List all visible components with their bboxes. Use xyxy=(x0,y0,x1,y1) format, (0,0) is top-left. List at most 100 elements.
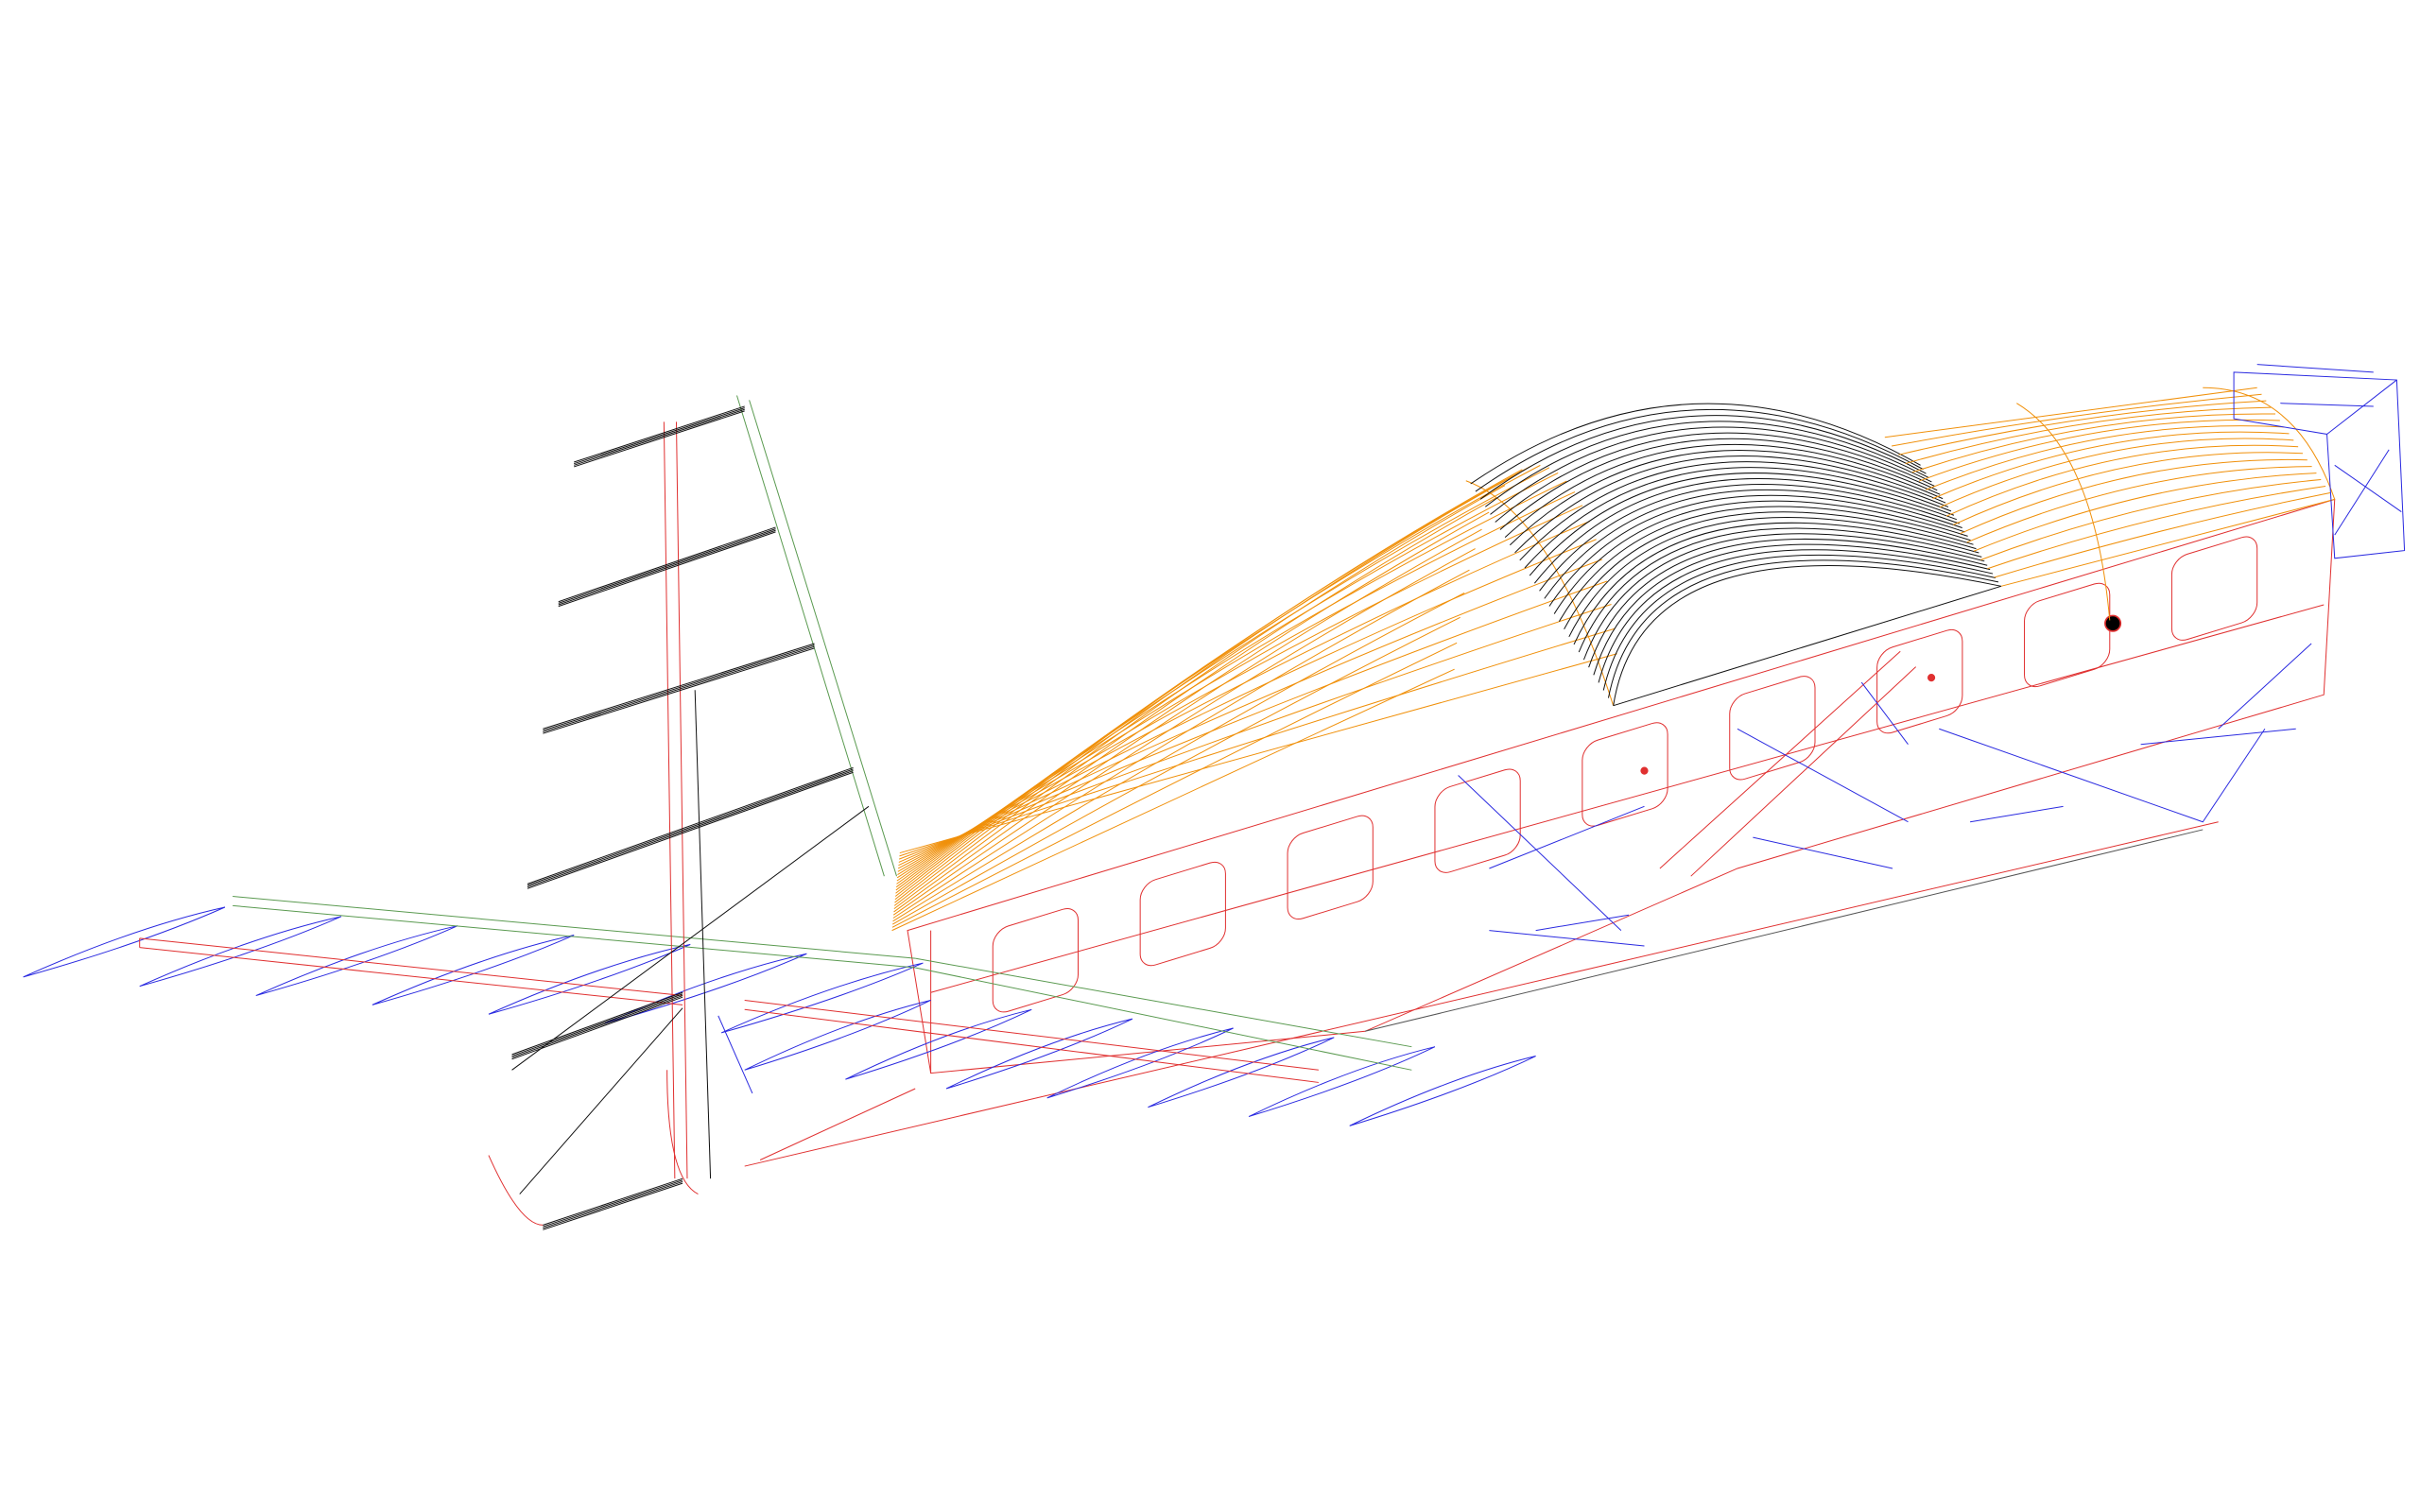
fin-rib xyxy=(512,992,683,1055)
turtle-deck-former xyxy=(2016,387,2334,620)
stringer xyxy=(895,486,1505,902)
stringer xyxy=(1898,401,2266,455)
fin-rib xyxy=(543,644,814,729)
fin-rib xyxy=(543,648,814,733)
stringer xyxy=(897,492,1575,878)
stringer xyxy=(892,617,1460,924)
canopy-line xyxy=(1505,444,1940,537)
canopy-line xyxy=(1480,416,1926,500)
frame-longeron xyxy=(745,822,2219,1166)
fin-rib xyxy=(512,994,683,1057)
stringer xyxy=(1974,473,2316,552)
fin-leading-edge xyxy=(736,395,896,876)
canopy-line xyxy=(1574,523,1979,644)
elevator-horn xyxy=(718,1016,752,1093)
frame-lightening-hole xyxy=(1435,765,1520,877)
stringer xyxy=(898,522,1590,872)
stringer xyxy=(1892,394,2261,446)
fin-rib xyxy=(527,772,854,888)
stringer xyxy=(897,506,1582,875)
rudder-outline xyxy=(489,1070,699,1225)
stringer xyxy=(1987,487,2325,569)
canopy-line xyxy=(1589,539,1988,667)
nose-firewall-box xyxy=(2234,365,2405,558)
fin-spar xyxy=(664,421,687,1178)
stringer xyxy=(896,466,1531,893)
cockpit-former xyxy=(1466,481,1614,706)
canopy-line xyxy=(1545,490,1962,598)
stab-spar xyxy=(140,938,683,1005)
canopy-line xyxy=(1564,512,1974,629)
frame-hole xyxy=(1640,766,1649,775)
left-horizontal-stabilizer xyxy=(24,897,924,1033)
stab-rib xyxy=(845,1009,1031,1079)
canopy-line xyxy=(1603,555,1996,690)
frame-lightening-hole xyxy=(1582,719,1668,831)
stringer xyxy=(894,497,1496,905)
fin-rib xyxy=(543,1181,683,1228)
stringer xyxy=(1960,459,2307,533)
canopy-line xyxy=(1515,456,1946,553)
stringer xyxy=(896,468,1549,887)
canopy xyxy=(1471,404,2001,706)
fin-rib xyxy=(527,769,854,885)
bottom-longeron xyxy=(1365,830,2203,1031)
frame-lightening-hole xyxy=(1730,672,1815,783)
stab-rib xyxy=(24,907,225,977)
frame-lightening-hole xyxy=(1288,812,1373,923)
fin-rib xyxy=(574,408,745,464)
fin-rib xyxy=(559,529,776,604)
frame-diagonal-brace xyxy=(1660,651,1916,876)
fin-rib xyxy=(543,1178,683,1225)
fin-rib xyxy=(574,409,745,465)
canopy-line xyxy=(1583,534,1984,660)
canopy-sill xyxy=(1614,586,2001,705)
stringer xyxy=(898,559,1601,866)
canopy-line xyxy=(1554,501,1967,613)
frame-longeron xyxy=(908,499,2335,1073)
right-horizontal-stabilizer xyxy=(718,958,1536,1125)
stringer xyxy=(1940,438,2294,507)
stab-rib xyxy=(745,1000,931,1070)
canopy-line xyxy=(1471,404,1921,484)
frame-lightening-hole xyxy=(993,904,1078,1016)
stringer xyxy=(1912,414,2275,472)
stringer xyxy=(1995,492,2330,577)
frame-hole xyxy=(2104,614,2122,632)
stringer xyxy=(2001,499,2335,586)
fuselage-internal-structure xyxy=(1365,644,2311,1031)
stab-rib xyxy=(1148,1038,1334,1108)
stringer xyxy=(900,654,1617,853)
fin-rib xyxy=(527,767,854,884)
stab-rib xyxy=(721,963,923,1033)
frame-lightening-hole xyxy=(1877,626,1962,737)
fin-rib xyxy=(543,646,814,731)
canopy-line xyxy=(1599,550,1993,683)
stringer xyxy=(895,476,1513,900)
internal-bulkhead xyxy=(1459,729,2265,930)
rear-turtle-deck-stringers xyxy=(1885,387,2335,620)
canopy-line xyxy=(1549,495,1965,606)
frame-lightening-hole xyxy=(2025,579,2110,691)
frame-longeron xyxy=(931,605,2325,992)
canopy-line xyxy=(1559,507,1970,622)
fin-rib xyxy=(512,996,683,1058)
nose-box-part xyxy=(2257,365,2402,536)
fin-rib xyxy=(559,530,776,605)
canopy-line xyxy=(1476,409,1924,491)
stab-rib xyxy=(1350,1057,1536,1126)
canopy-line xyxy=(1594,544,1990,675)
canopy-line xyxy=(1614,565,2001,705)
canopy-line xyxy=(1530,473,1954,576)
frame-hole xyxy=(1927,674,1936,682)
canopy-line xyxy=(1525,468,1951,568)
stringer xyxy=(899,581,1607,862)
stab-leading-spar xyxy=(915,958,1411,1070)
vertical-fin xyxy=(489,395,897,1229)
stringer xyxy=(1885,387,2257,438)
stringer xyxy=(1967,467,2312,542)
fin-rib xyxy=(543,645,814,730)
stab-rib xyxy=(946,1019,1132,1089)
fin-rib xyxy=(543,1180,683,1227)
canopy-line xyxy=(1520,462,1948,560)
